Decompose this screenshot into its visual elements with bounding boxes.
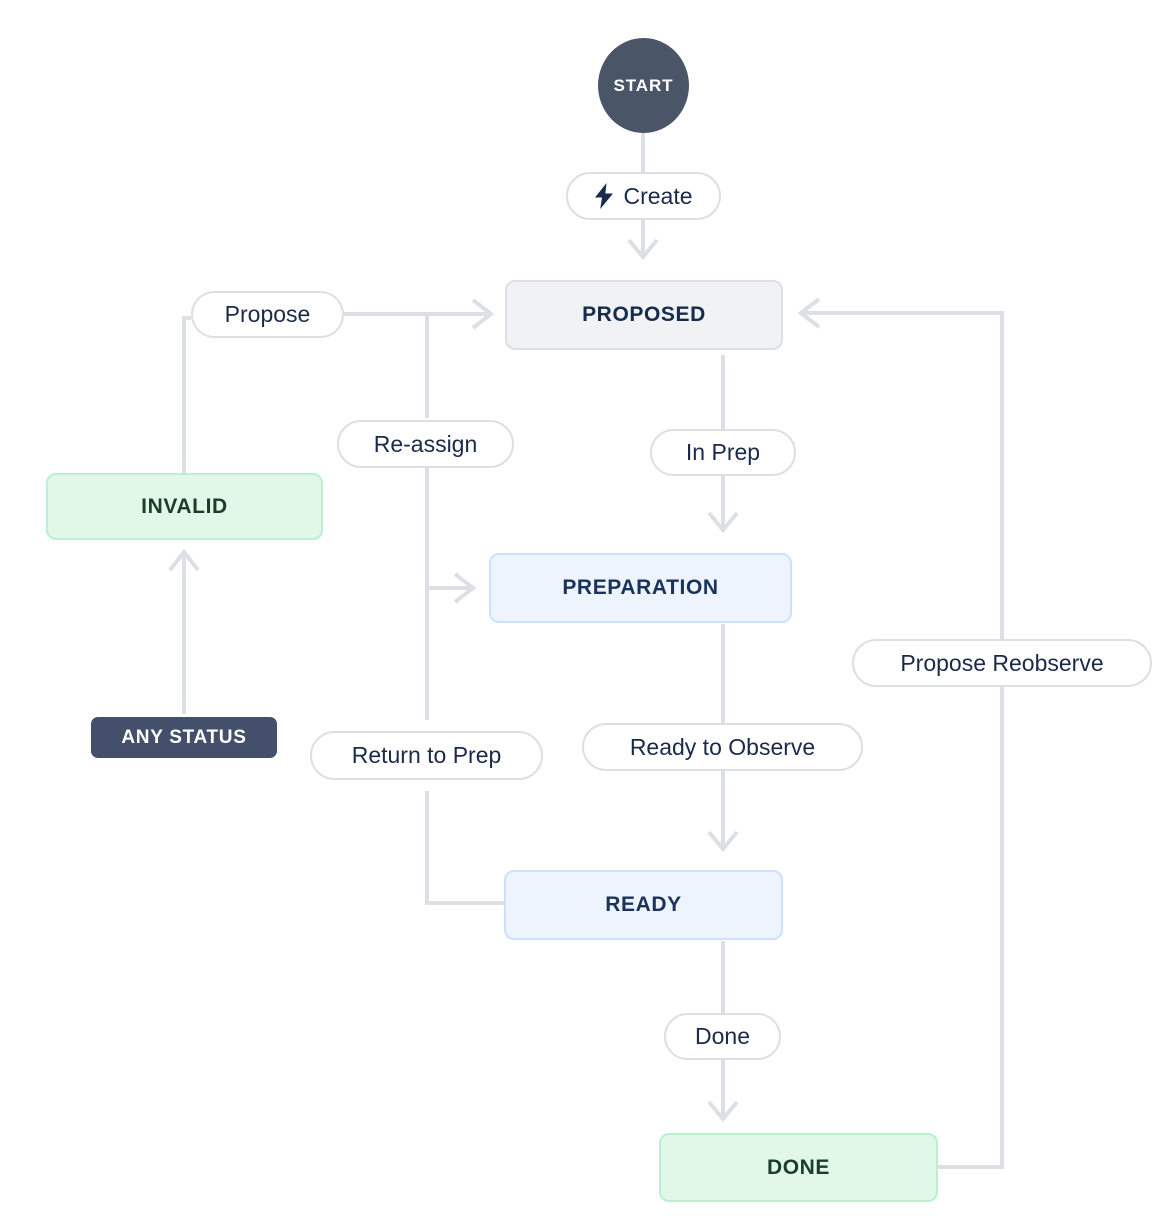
edge-done-to-reobserve-up: [938, 687, 1004, 1169]
node-any-status[interactable]: ANY STATUS: [91, 717, 277, 758]
edge-reassign-to-proposed: [425, 312, 490, 418]
arrowhead-propose-to-proposed: [471, 298, 495, 330]
arrowhead-returntoprep-to-preparation: [453, 572, 477, 604]
transition-propose-reobserve[interactable]: Propose Reobserve: [852, 639, 1152, 687]
transition-propose[interactable]: Propose: [191, 291, 344, 338]
transition-create-label: Create: [623, 182, 693, 209]
edge-reobserve-to-proposed: [802, 311, 1004, 639]
node-start-label: START: [613, 75, 674, 95]
arrowhead-readytoobserve-to-ready: [707, 830, 739, 853]
transition-done[interactable]: Done: [664, 1013, 781, 1060]
transition-in-prep-label: In Prep: [685, 439, 761, 465]
arrowhead-create-to-proposed: [627, 238, 659, 261]
transition-return-to-prep[interactable]: Return to Prep: [310, 731, 543, 780]
edge-invalid-to-propose-pill: [182, 316, 191, 474]
transition-return-to-prep-label: Return to Prep: [351, 742, 502, 768]
node-preparation-label: PREPARATION: [562, 576, 719, 599]
transition-create[interactable]: Create: [566, 172, 721, 220]
transition-re-assign[interactable]: Re-assign: [337, 420, 514, 468]
node-any-status-label: ANY STATUS: [121, 726, 247, 748]
node-invalid[interactable]: INVALID: [46, 473, 323, 540]
node-ready-label: READY: [605, 893, 682, 916]
node-done[interactable]: DONE: [659, 1133, 938, 1202]
node-preparation[interactable]: PREPARATION: [489, 553, 792, 623]
node-start[interactable]: START: [598, 38, 689, 133]
transition-ready-to-observe[interactable]: Ready to Observe: [582, 723, 863, 771]
node-ready[interactable]: READY: [504, 870, 783, 940]
arrowhead-inprep-to-preparation: [707, 511, 739, 534]
transition-propose-reobserve-label: Propose Reobserve: [900, 649, 1104, 676]
node-proposed-label: PROPOSED: [582, 303, 706, 326]
transition-in-prep[interactable]: In Prep: [650, 429, 796, 476]
transition-propose-label: Propose: [224, 301, 311, 327]
edge-ready-to-reassign: [425, 791, 505, 905]
node-invalid-label: INVALID: [141, 494, 228, 518]
transition-re-assign-label: Re-assign: [373, 430, 478, 457]
transition-ready-to-observe-label: Ready to Observe: [629, 733, 816, 760]
arrowhead-anystatus-to-invalid: [168, 548, 200, 572]
bolt-icon: [594, 183, 614, 209]
node-done-label: DONE: [766, 1155, 831, 1179]
arrowhead-donepill-to-done: [707, 1100, 739, 1123]
node-proposed[interactable]: PROPOSED: [505, 280, 783, 350]
arrowhead-reobserve-to-proposed: [797, 297, 821, 329]
transition-done-label: Done: [695, 1023, 750, 1049]
